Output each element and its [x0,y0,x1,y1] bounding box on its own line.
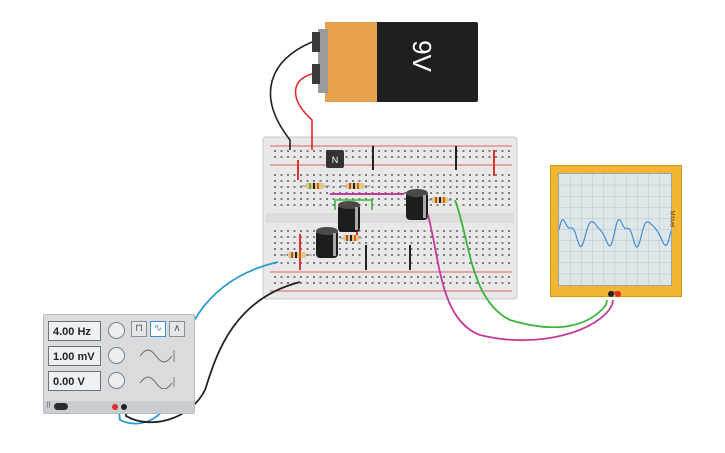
signal-trace [558,218,672,248]
resistor[interactable] [340,235,362,241]
wire-black-generator[interactable] [123,281,301,424]
offset-display: 0.00 V [48,371,101,391]
wire-red-battery[interactable] [294,73,313,150]
offset-knob[interactable] [108,372,125,389]
offset-wave-icon [139,376,175,389]
oscilloscope-terminal-positive[interactable] [615,291,621,297]
frequency-row: 4.00 Hz ⊓ ∿ ∧ [48,321,188,345]
oscilloscope-side-label: Mitivel [668,210,675,228]
electrolytic-capacitor[interactable] [338,201,360,232]
jumper-green[interactable] [334,199,373,210]
generator-terminal-positive[interactable] [112,404,118,410]
wire-black-battery[interactable] [269,41,313,150]
resistor[interactable] [340,183,370,189]
battery-terminal-positive[interactable] [312,64,320,84]
oscilloscope[interactable]: Mitivel 100A [550,165,682,297]
amplitude-knob[interactable] [108,347,125,364]
amplitude-row: 1.00 mV [48,346,188,370]
function-generator[interactable]: 4.00 Hz ⊓ ∿ ∧ 1.00 mV 0.00 V || [43,314,195,414]
triangle-wave-button[interactable]: ∧ [169,321,185,337]
oscilloscope-trace [558,174,672,285]
electrolytic-capacitor[interactable] [406,189,428,220]
battery-9v[interactable]: 9V [312,22,478,102]
battery-terminal-plate [318,29,328,93]
amplitude-display: 1.00 mV [48,346,101,366]
generator-bottom-bar: || [44,401,194,413]
sine-wave-button[interactable]: ∿ [150,321,166,337]
power-switch[interactable] [54,403,68,410]
resistor[interactable] [282,252,312,258]
npn-transistor[interactable]: N [326,150,344,168]
oscilloscope-screen [558,173,672,286]
resistor[interactable] [300,183,330,189]
oscilloscope-range-label: 100A [609,291,621,297]
breadboard[interactable] [262,136,518,300]
power-label: || [47,402,51,408]
wire-magenta-oscilloscope[interactable] [427,214,614,342]
frequency-knob[interactable] [108,322,125,339]
frequency-display: 4.00 Hz [48,321,101,341]
battery-terminal-negative[interactable] [312,32,320,52]
offset-row: 0.00 V [48,371,188,395]
oscilloscope-terminal-negative[interactable] [608,291,614,297]
battery-cap [325,22,377,102]
transistor-body [326,150,344,168]
battery-label: 9V [407,40,437,72]
generator-terminal-negative[interactable] [121,404,127,410]
square-wave-button[interactable]: ⊓ [131,321,147,337]
transistor-label: N [332,155,339,165]
resistor[interactable] [428,197,452,203]
breadboard-center-channel [266,213,514,223]
wire-green-oscilloscope[interactable] [454,199,608,329]
amplitude-wave-icon [139,349,175,363]
electrolytic-capacitor[interactable] [316,227,338,258]
